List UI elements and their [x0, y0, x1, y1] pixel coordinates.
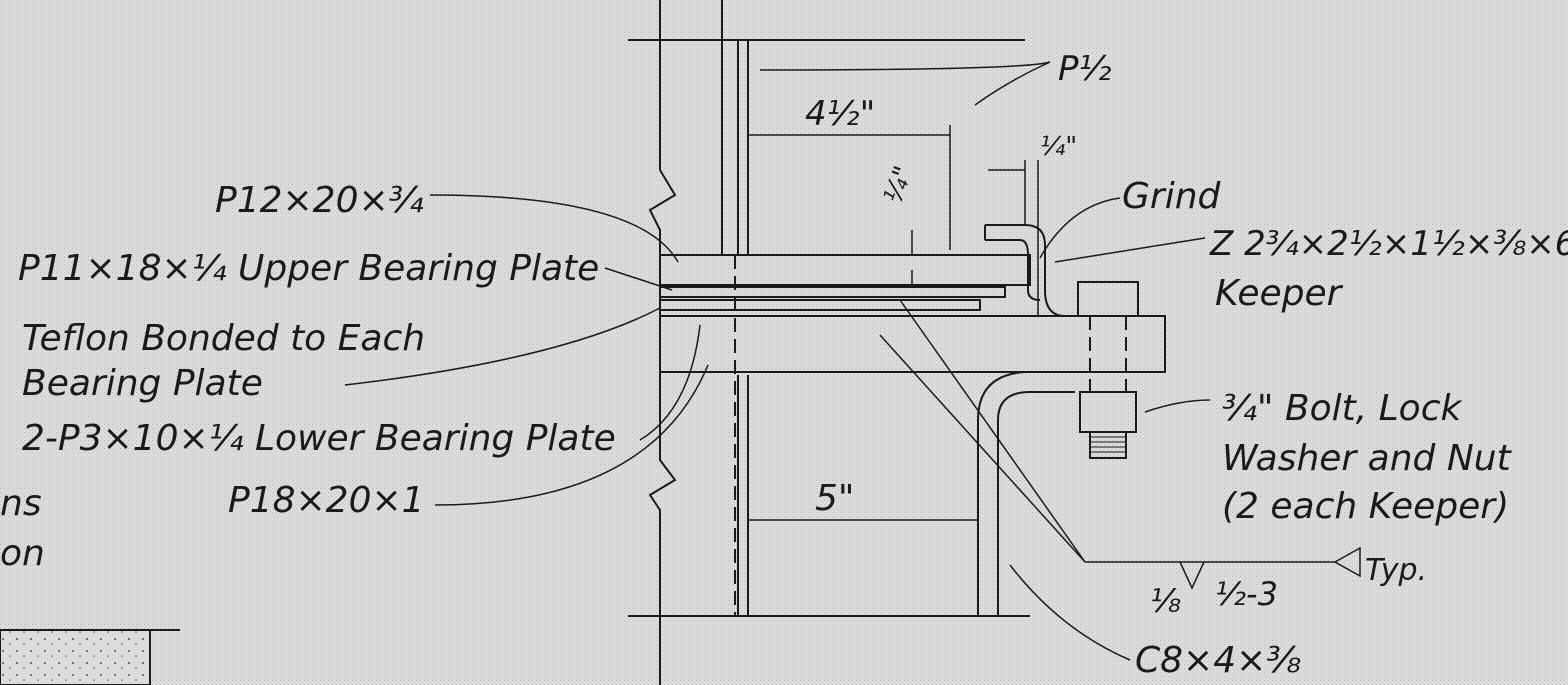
- bolt-label-line3: (2 each Keeper): [1222, 486, 1509, 527]
- weld-length-label: ½-3: [1215, 575, 1278, 613]
- teflon-label-line2: Bearing Plate: [22, 363, 263, 404]
- concrete-block: [0, 629, 180, 685]
- plate-18x20-label: P18×20×1: [228, 480, 425, 521]
- structure-lines: [628, 0, 1166, 685]
- bolt-label-line1: ¾" Bolt, Lock: [1222, 388, 1463, 429]
- dim-4-half-label: 4½": [805, 94, 875, 134]
- keeper-size-label: Z 2¾×2½×1½×⅜×6: [1209, 224, 1568, 264]
- bolt-threads: [1090, 436, 1126, 453]
- upper-bearing-plate-label: P11×18×¼ Upper Bearing Plate: [18, 248, 599, 289]
- plate-half-label: P½: [1058, 49, 1112, 89]
- lower-bearing-plate-label: 2-P3×10×¼ Lower Bearing Plate: [22, 418, 616, 459]
- cut-label-line1: ns: [0, 483, 42, 524]
- dim-quarter-top-label: ¼": [1040, 132, 1077, 162]
- grind-label: Grind: [1122, 176, 1222, 217]
- dimension-lines: [748, 125, 1039, 521]
- cut-label-line2: on: [0, 533, 45, 574]
- leader-lines: [344, 61, 1361, 661]
- keeper-label: Keeper: [1215, 273, 1344, 314]
- bolt-label-line2: Washer and Nut: [1222, 438, 1513, 479]
- teflon-label-line1: Teflon Bonded to Each: [22, 318, 425, 359]
- hidden-lines: [734, 255, 1127, 616]
- channel-label: C8×4×⅜: [1135, 640, 1301, 681]
- weld-size-label: ⅛: [1150, 582, 1181, 620]
- typ-label: Typ.: [1365, 553, 1427, 588]
- plate-12x20-label: P12×20×¾: [215, 180, 424, 221]
- dim-5-label: 5": [815, 478, 854, 519]
